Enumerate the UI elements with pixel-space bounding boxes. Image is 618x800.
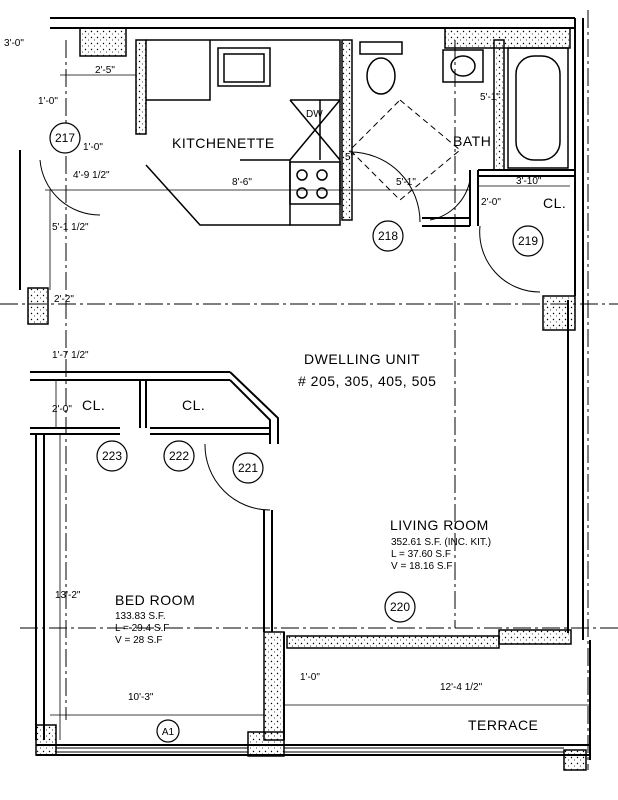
closet-label-a: CL. (82, 397, 105, 413)
dim-1-0-b: 1'-0" (83, 142, 103, 153)
kitchen-sink (217, 47, 271, 87)
tag-219: 219 (518, 234, 538, 248)
bedroom-area: 133.83 S.F. (115, 611, 166, 622)
living-vent: V = 18.16 S.F (391, 561, 452, 572)
dim-13-2: 13'-2" (55, 590, 81, 601)
dim-top-left: 3'-0" (4, 38, 24, 49)
living-area: 352.61 S.F. (INC. KIT.) (391, 537, 491, 548)
tag-220: 220 (390, 600, 410, 614)
dim-3-10: 3'-10" (516, 176, 542, 187)
toilet (359, 41, 403, 95)
dim-10-3: 10'-3" (128, 692, 154, 703)
tag-217: 217 (55, 131, 75, 145)
bath-clearance (349, 99, 461, 201)
dim-5-1-a: 5'-1" (396, 177, 416, 188)
bathroom-sink (442, 49, 484, 83)
closet-label-c: CL. (543, 195, 566, 211)
living-light: L = 37.60 S.F (391, 549, 451, 560)
stove (289, 161, 341, 205)
interior-walls (19, 150, 575, 740)
room-tag-circles (49, 122, 544, 743)
dim-1-0-c: 1'-0" (300, 672, 320, 683)
tag-223: 223 (102, 449, 122, 463)
room-label-bedroom: BED ROOM (115, 592, 195, 608)
dim-2-0-a: 2'-0" (481, 197, 501, 208)
dim-12-4-half: 12'-4 1/2" (440, 682, 483, 693)
door-swings (39, 151, 541, 511)
exterior-walls (36, 17, 591, 760)
dim-8-6: 8'-6" (232, 177, 252, 188)
room-label-living: LIVING ROOM (390, 517, 489, 533)
bedroom-vent: V = 28 S.F (115, 635, 163, 646)
dim-2-5: 2'-5" (95, 65, 115, 76)
closet-label-b: CL. (182, 397, 205, 413)
hatched-walls (27, 27, 587, 771)
unit-numbers: # 205, 305, 405, 505 (298, 373, 436, 389)
dim-2-0-b: 2'-0" (52, 404, 72, 415)
bedroom-light: L = 29.4 S.F (115, 623, 169, 634)
tag-a1: A1 (162, 727, 175, 738)
bathtub (507, 47, 569, 169)
window-lines (56, 747, 564, 753)
dim-4-9-half: 4'-9 1/2" (73, 170, 110, 181)
center-lines (0, 10, 618, 770)
dim-1-0-a: 1'-0" (38, 96, 58, 107)
room-label-kitchenette: KITCHENETTE (172, 135, 275, 151)
dim-5-1-b: 5'-1" (480, 92, 500, 103)
room-label-terrace: TERRACE (468, 717, 538, 733)
tag-218: 218 (378, 229, 398, 243)
unit-title: DWELLING UNIT (304, 351, 420, 367)
dishwasher-label: DW (306, 109, 323, 120)
dim-1-7-half: 1'-7 1/2" (52, 350, 89, 361)
kitchen-counter (145, 39, 341, 226)
dim-5-1-half: 5'-1 1/2" (52, 222, 89, 233)
tag-222: 222 (169, 449, 189, 463)
dim-5-in: 5" (345, 152, 355, 163)
dimension-lines (45, 74, 590, 740)
dim-2-2: 2'-2" (54, 294, 74, 305)
room-label-bath: BATH (453, 133, 491, 149)
tag-221: 221 (238, 461, 258, 475)
